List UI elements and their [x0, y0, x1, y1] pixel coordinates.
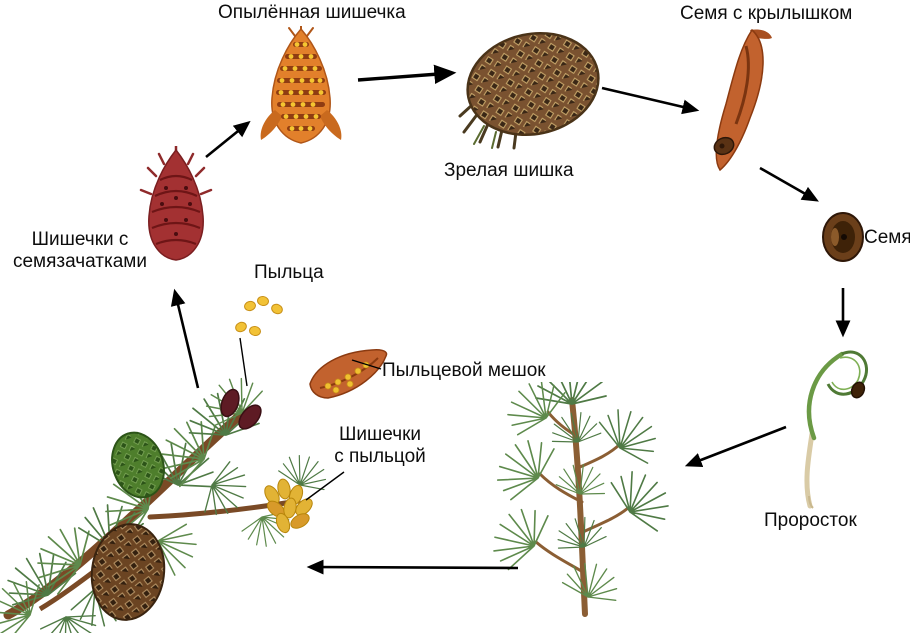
mature-cone-illustration [458, 31, 600, 150]
ovule-cone-illustration [139, 146, 213, 261]
seedling-illustration [804, 350, 868, 509]
label-pollen: Пыльца [254, 262, 324, 283]
label-ovule-cones-line1: Шишечки с [31, 229, 129, 250]
pollen-sac-illustration [309, 349, 388, 399]
seed-illustration [822, 212, 864, 262]
label-pollinated-cone: Опылённая шишечка [218, 2, 406, 23]
young-green-cone [111, 431, 165, 499]
yellow-pollen-cones [264, 478, 313, 534]
arrow-mature-to-wingedseed [601, 86, 700, 115]
brown-cone-on-branch [90, 523, 166, 621]
label-seedling: Проросток [764, 510, 857, 531]
label-pollen-cones: Шишечки с пыльцой [326, 424, 434, 468]
label-ovule-cones-line2: семязачатками [12, 251, 147, 272]
small-red-cones [220, 388, 262, 430]
label-winged-seed: Семя с крылышком [680, 3, 853, 24]
young-pine-illustration [488, 382, 683, 617]
label-pollen-cones-line1: Шишечки [338, 424, 422, 445]
label-ovule-cones: Шишечки с семязачатками [4, 229, 156, 273]
arrow-branch-to-ovule [170, 288, 200, 389]
pollinated-cone-illustration [260, 26, 342, 144]
arrow-pollinated-to-mature [357, 64, 457, 85]
label-pollen-cones-line2: с пыльцой [334, 446, 426, 467]
pollinated-cone-pollen-dots [278, 42, 324, 131]
label-pollen-sac: Пыльцевой мешок [382, 360, 546, 381]
pine-branch-illustration [0, 377, 335, 633]
pollen-grains-illustration [235, 295, 283, 337]
label-mature-cone: Зрелая шишка [444, 160, 574, 181]
arrow-seedling-to-youngpine [684, 425, 787, 468]
ovule-dots [160, 186, 192, 236]
winged-seed-illustration [713, 28, 772, 172]
label-seed: Семя [864, 227, 910, 248]
